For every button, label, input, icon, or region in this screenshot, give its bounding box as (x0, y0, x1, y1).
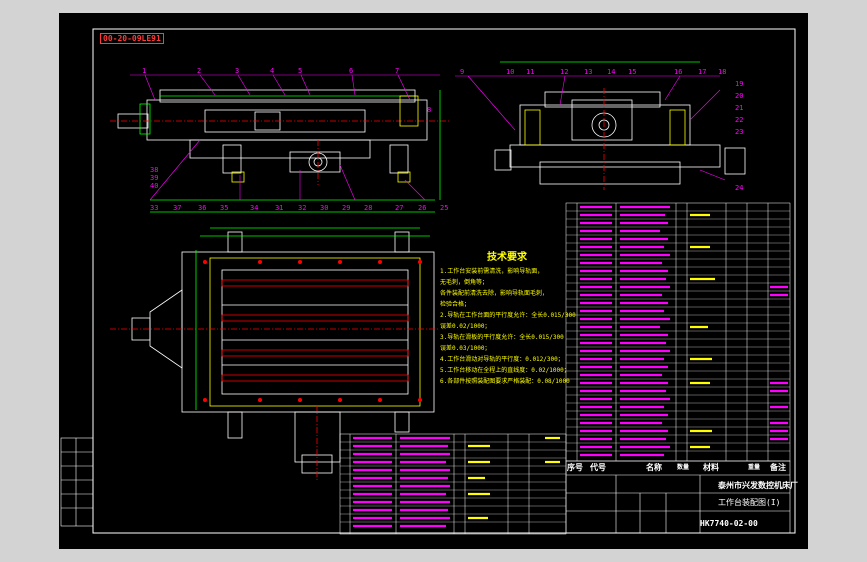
bom-header-qty: 数量 (677, 464, 690, 471)
title-block-company: 泰州市兴发数控机床厂 (718, 481, 798, 490)
tech-line-2: 无毛刺，倒角等； (440, 279, 489, 286)
frame-code-label: 00-20-09LE91 (100, 33, 164, 44)
callout-34: 34 (250, 204, 258, 212)
callout-17: 17 (698, 68, 706, 76)
callout-9: 9 (460, 68, 464, 76)
tech-line-4: 检验合格； (440, 301, 471, 308)
front-callout-numbers: 1 2 3 4 5 6 7 33 37 36 35 34 31 32 30 29… (142, 67, 448, 212)
callout-40: 40 (150, 182, 158, 190)
front-view (110, 89, 450, 213)
tech-line-3: 各件装配前清洗去除，影响导轨面毛刺， (440, 290, 549, 297)
callout-1: 1 (142, 67, 146, 75)
tech-line-5: 2.导轨在工作台面的平行度允许：全长0.015/300 (440, 312, 576, 319)
bom-header-seq: 序号 (567, 463, 583, 472)
callout-25: 25 (440, 204, 448, 212)
front-view-callouts (130, 74, 440, 201)
callout-36: 36 (198, 204, 206, 212)
callout-32: 32 (298, 204, 306, 212)
callout-12: 12 (560, 68, 568, 76)
callout-13: 13 (584, 68, 592, 76)
callout-4: 4 (270, 67, 274, 75)
title-block (565, 460, 791, 534)
callout-14: 14 (607, 68, 615, 76)
title-block-drawing-name: 工作台装配图(I) (718, 498, 781, 507)
callout-2: 2 (197, 67, 201, 75)
bom-rows-lower (340, 441, 566, 523)
bom-header-name: 名称 (646, 463, 662, 472)
callout-16: 16 (674, 68, 682, 76)
callout-39: 39 (150, 174, 158, 182)
tech-line-1: 1.工作台安装前需清洗，影响导轨面， (440, 268, 544, 275)
callout-27: 27 (395, 204, 403, 212)
side-view (494, 61, 746, 190)
callout-18: 18 (718, 68, 726, 76)
bom-material-lower (468, 436, 560, 520)
callout-24: 24 (735, 184, 743, 192)
tech-line-6: 误差0.02/1000； (440, 323, 491, 330)
callout-6: 6 (349, 67, 353, 75)
callout-38: 38 (150, 166, 158, 174)
bom-cell-text-lower (353, 436, 450, 528)
tech-requirements-title: 技术要求 (487, 252, 527, 263)
tech-line-10: 5.工作台移动在全程上的直线度：0.02/1000； (440, 367, 570, 374)
callout-22: 22 (735, 116, 743, 124)
callout-30: 30 (320, 204, 328, 212)
callout-28: 28 (364, 204, 372, 212)
tech-line-7: 3.导轨在滑板的平行度允许：全长0.015/300 (440, 334, 564, 341)
bom-header-material: 材料 (703, 463, 719, 472)
sheet-border (92, 28, 796, 534)
callout-5: 5 (298, 67, 302, 75)
left-title-strip (60, 437, 94, 527)
callout-20: 20 (735, 92, 743, 100)
tech-line-8: 误差0.03/1000； (440, 345, 491, 352)
callout-29: 29 (342, 204, 350, 212)
callout-33: 33 (150, 204, 158, 212)
callout-21: 21 (735, 104, 743, 112)
callout-3: 3 (235, 67, 239, 75)
callout-31: 31 (275, 204, 283, 212)
bom-header-remark: 备注 (770, 463, 786, 472)
tech-line-9: 4.工作台滑动对导轨的平行度：0.012/300； (440, 356, 564, 363)
callout-37: 37 (173, 204, 181, 212)
callout-19: 19 (735, 80, 743, 88)
side-callout-numbers: 9 10 11 12 13 14 15 16 17 18 19 20 21 22… (460, 68, 743, 192)
callout-10: 10 (506, 68, 514, 76)
bom-header-weight: 重量 (748, 464, 761, 471)
callout-15: 15 (628, 68, 636, 76)
plan-view (110, 227, 440, 480)
callout-23: 23 (735, 128, 743, 136)
callout-11: 11 (526, 68, 534, 76)
bom-rows-right (566, 210, 790, 452)
side-view-callouts (455, 75, 726, 181)
tech-line-11: 6.各部件按照装配图要求严格装配：0.08/1000 (440, 378, 570, 385)
bom-cell-text-right (580, 205, 788, 457)
callout-7: 7 (395, 67, 399, 75)
plan-view-bolts (203, 260, 422, 402)
drawing-canvas (59, 13, 808, 549)
callout-26: 26 (418, 204, 426, 212)
callout-35: 35 (220, 204, 228, 212)
bom-header-code: 代号 (590, 463, 606, 472)
callout-8: 8 (427, 106, 431, 114)
title-block-drawing-code: HK7740-02-00 (700, 519, 758, 528)
